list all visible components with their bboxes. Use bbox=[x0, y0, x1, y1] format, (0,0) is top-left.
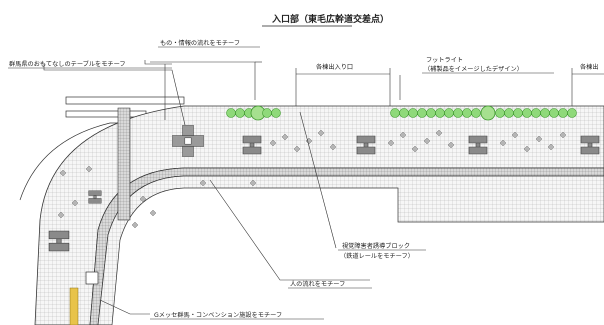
tactile-curve-strip bbox=[117, 107, 131, 221]
gmesse-marker-square bbox=[85, 271, 99, 285]
label-people-flow: 人の流れをモチーフ bbox=[290, 280, 345, 288]
tactile-yellow-block bbox=[69, 287, 79, 325]
label-entrance: 各棟出入り口 bbox=[316, 63, 353, 71]
entrance-dimension bbox=[295, 68, 604, 106]
label-gmesse: Gメッセ群馬・コンベンション施設をモチーフ bbox=[154, 311, 282, 319]
label-info-flow: もの・情報の流れをモチーフ bbox=[160, 39, 240, 47]
leader-lines bbox=[43, 60, 401, 315]
drawing-title: 入口部（東毛広幹道交差点） bbox=[271, 13, 389, 25]
label-footlight-sub: （補製品をイメージしたデザイン） bbox=[424, 65, 523, 73]
label-gunma-table: 群馬県のおもてなしのテーブルをモチーフ bbox=[9, 60, 126, 68]
label-tactile-block-sub: （鉄道レールをモチーフ） bbox=[340, 252, 414, 260]
footlight-row bbox=[226, 105, 577, 121]
inner-paving-band bbox=[97, 175, 604, 325]
label-tactile-block: 視覚障害者誘導ブロック bbox=[342, 242, 410, 250]
label-footlight: フットライト bbox=[426, 57, 463, 64]
label-entrance-edge: 各棟出 bbox=[580, 63, 599, 71]
